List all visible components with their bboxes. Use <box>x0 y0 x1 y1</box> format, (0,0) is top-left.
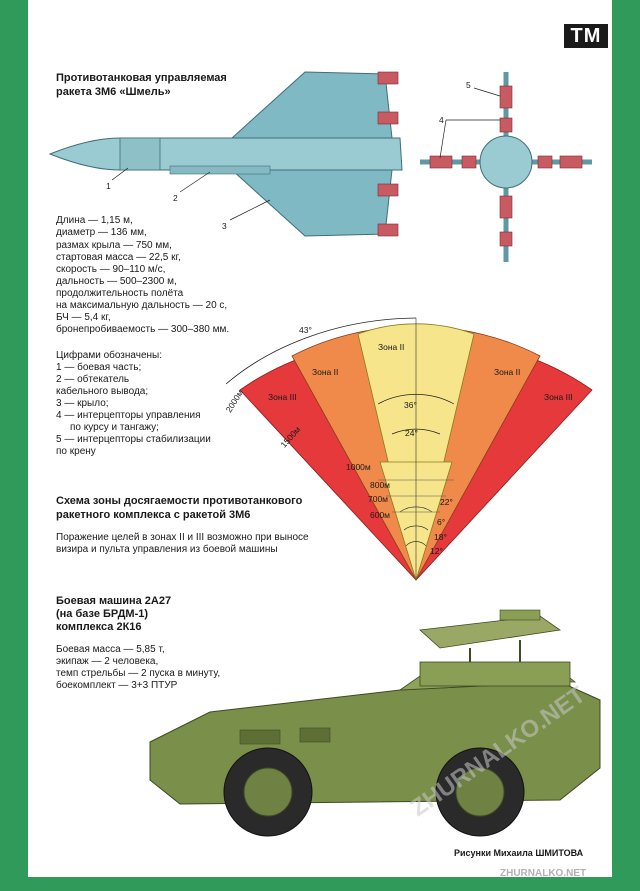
missile-rear-view <box>420 72 592 262</box>
missile-spec-9: бронепробиваемость — 300–380 мм. <box>56 324 230 335</box>
angle-22: 22° <box>440 497 453 507</box>
angle-36: 36° <box>404 400 417 410</box>
missile-warhead-section <box>119 137 161 171</box>
missile-spec-3: стартовая масса — 22,5 кг, <box>56 252 181 263</box>
angle-43: 43° <box>299 325 312 335</box>
right-green-band <box>612 0 640 891</box>
angle-6: 6° <box>437 517 446 527</box>
zone-note-line1: Поражение целей в зонах II и III возможн… <box>56 532 309 543</box>
wing-interceptor-3 <box>377 183 399 197</box>
missile-spec-2: размах крыла — 750 мм, <box>56 240 172 251</box>
missile-wing-upper <box>230 71 393 139</box>
missile-top-view <box>48 71 403 237</box>
zone-title-line1: Схема зоны досягаемости противотанкового <box>56 495 303 507</box>
callout-2: 2 <box>173 193 178 203</box>
zone-right-ii-label: Зона II <box>494 367 521 377</box>
callout-1: 1 <box>106 181 111 191</box>
distance-1000: 1000м <box>346 462 371 472</box>
distance-700: 700м <box>368 494 389 504</box>
vehicle-title-line1: Боевая машина 2А27 <box>56 595 172 607</box>
legend-item-4b: по курсу и тангажу; <box>70 422 159 433</box>
missile-spec-4: скорость — 90–110 м/с, <box>56 264 166 275</box>
missile-launcher <box>419 615 562 649</box>
missile-spec-1: диаметр — 136 мм, <box>56 227 147 238</box>
missile-spec-5: дальность — 500–2300 м, <box>56 276 177 287</box>
legend-item-2: 2 — обтекатель <box>56 374 130 385</box>
cable-fairing <box>169 165 271 175</box>
distance-800: 800м <box>370 480 391 490</box>
missile-body <box>48 137 403 171</box>
legend-item-3: 3 — крыло; <box>56 398 109 409</box>
vehicle-spec-3: боекомплект — 3+3 ПТУР <box>56 680 178 691</box>
missile-title-line2: ракета 3М6 «Шмель» <box>56 86 171 98</box>
tm-logo: ТМ <box>564 24 608 48</box>
zone-left-ii-label: Зона II <box>312 367 339 377</box>
distance-600: 600м <box>370 510 391 520</box>
left-green-band <box>0 0 28 891</box>
range-zone-diagram <box>225 317 593 582</box>
missile-spec-0: Длина — 1,15 м, <box>56 215 133 226</box>
wing-interceptor-1 <box>377 71 399 85</box>
legend-item-5: 5 — интерцепторы стабилизации <box>56 434 211 445</box>
angle-12: 12° <box>430 546 443 556</box>
callout-4: 4 <box>439 115 444 125</box>
bottom-green-band <box>0 877 640 891</box>
zone-note-line2: визира и пульта управления из боевой маш… <box>56 544 278 555</box>
vehicle-spec-0: Боевая масса — 5,85 т, <box>56 644 165 655</box>
missile-spec-6: продолжительность полёта <box>56 288 184 299</box>
legend-item-2b: кабельного вывода; <box>56 386 149 397</box>
legend-item-1: 1 — боевая часть; <box>56 362 142 373</box>
missile-wing-lower <box>230 169 393 237</box>
callout-3: 3 <box>222 221 227 231</box>
zone-top-label: Зона II <box>378 342 405 352</box>
watermark-footer: ZHURNALKO.NET <box>500 868 587 879</box>
zone-right-iii-label: Зона III <box>544 392 573 402</box>
zone-left-iii-label: Зона III <box>268 392 297 402</box>
legend-item-4: 4 — интерцепторы управления <box>56 410 201 421</box>
vehicle-spec-2: темп стрельбы — 2 пуска в минуту, <box>56 668 221 679</box>
missile-title-line1: Противотанковая управляемая <box>56 72 227 84</box>
callout-5: 5 <box>466 80 471 90</box>
missile-spec-8: БЧ — 5,4 кг, <box>56 312 111 323</box>
vehicle-title-line2: (на базе БРДМ-1) <box>56 608 149 620</box>
wing-interceptor-2 <box>377 111 399 125</box>
legend-item-5b: по крену <box>56 446 96 457</box>
legend-heading: Цифрами обозначены: <box>56 350 163 361</box>
wing-interceptor-4 <box>377 223 399 237</box>
zone-title-line2: ракетного комплекса с ракетой 3М6 <box>56 509 251 521</box>
illustration-credit: Рисунки Михаила ШМИТОВА <box>454 848 584 858</box>
angle-18: 18° <box>434 532 447 542</box>
vehicle-title-line3: комплекса 2К16 <box>56 621 142 633</box>
vehicle-spec-1: экипаж — 2 человека, <box>56 656 159 667</box>
missile-spec-7: на максимальную дальность — 20 с, <box>56 300 228 311</box>
brdm-vehicle <box>149 609 601 837</box>
angle-24: 24° <box>405 428 418 438</box>
